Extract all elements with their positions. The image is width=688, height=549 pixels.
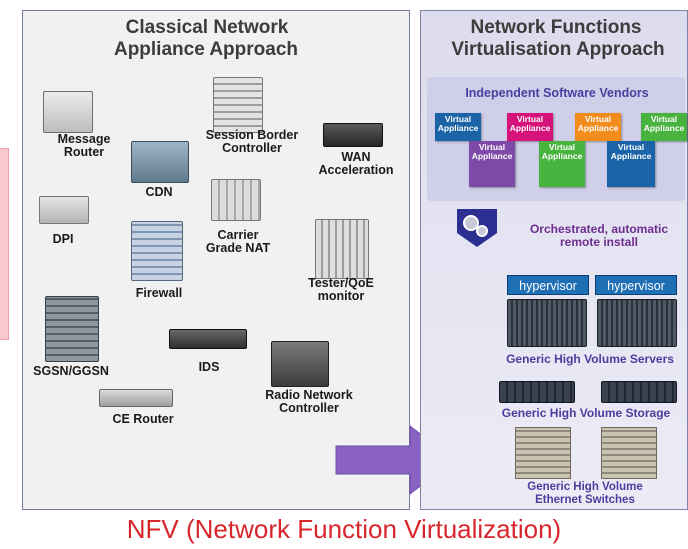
storage-label: Generic High Volume Storage	[501, 406, 671, 420]
virtual-appliance-1: Virtual Appliance	[435, 113, 481, 141]
tester-qoe-monitor-label: Tester/QoE monitor	[308, 276, 374, 303]
virtual-appliance-3: Virtual Appliance	[575, 113, 621, 141]
orchestration-gear-icon	[457, 209, 497, 247]
radio-network-controller-device	[271, 341, 329, 387]
switches-label: Generic High Volume Ethernet Switches	[527, 481, 643, 506]
ce-router-label: CE Router	[112, 412, 174, 426]
virtual-appliance-7: Virtual Appliance	[607, 141, 655, 187]
session-border-controller-device	[213, 77, 263, 133]
sgsn-ggsn-device	[45, 296, 99, 362]
nfv-title-line2: Virtualisation Approach	[451, 39, 665, 60]
orchestration-text: Orchestrated, automatic remote install	[529, 222, 669, 249]
ce-router-device	[99, 389, 173, 407]
hypervisor-label-1: hypervisor	[507, 275, 589, 295]
hypervisor-label-2: hypervisor	[595, 275, 677, 295]
left-edge-strip	[0, 148, 9, 340]
virtual-appliance-6: Virtual Appliance	[539, 141, 585, 187]
storage-unit-1	[499, 381, 575, 403]
wan-acceleration-device	[323, 123, 383, 147]
wan-acceleration-label: WAN Acceleration	[318, 150, 394, 177]
cdn-device	[131, 141, 189, 183]
virtual-appliance-2: Virtual Appliance	[507, 113, 553, 141]
radio-network-controller-label: Radio Network Controller	[265, 388, 353, 415]
dpi-device	[39, 196, 89, 224]
dpi-label: DPI	[52, 232, 74, 246]
classical-title-line2: Appliance Approach	[113, 39, 299, 60]
tester-qoe-monitor-device	[315, 219, 369, 279]
ids-device	[169, 329, 247, 349]
ids-label: IDS	[198, 360, 220, 374]
message-router-device	[43, 91, 93, 133]
sgsn-ggsn-label: SGSN/GGSN	[33, 364, 109, 378]
classical-title-line1: Classical Network	[125, 17, 289, 38]
carrier-grade-nat-device	[211, 179, 261, 221]
session-border-controller-label: Session Border Controller	[205, 128, 299, 155]
virtual-appliance-4: Virtual Appliance	[641, 113, 687, 141]
ethernet-switch-1	[515, 427, 571, 479]
nfv-approach-panel: Network Functions Virtualisation Approac…	[420, 10, 688, 510]
ethernet-switch-2	[601, 427, 657, 479]
server-rack-1	[507, 299, 587, 347]
firewall-device	[131, 221, 183, 281]
storage-unit-2	[601, 381, 677, 403]
firewall-label: Firewall	[135, 286, 183, 300]
message-router-label: Message Router	[57, 132, 111, 159]
nfv-title-line1: Network Functions	[470, 17, 642, 38]
nfv-footer-title: NFV (Network Function Virtualization)	[126, 514, 562, 544]
classical-appliance-panel: Classical Network Appliance Approach Mes…	[22, 10, 410, 510]
servers-label: Generic High Volume Servers	[506, 352, 674, 366]
carrier-grade-nat-label: Carrier Grade NAT	[205, 228, 271, 255]
virtual-appliance-5: Virtual Appliance	[469, 141, 515, 187]
isv-title: Independent Software Vendors	[465, 86, 649, 100]
cdn-label: CDN	[145, 185, 173, 199]
server-rack-2	[597, 299, 677, 347]
